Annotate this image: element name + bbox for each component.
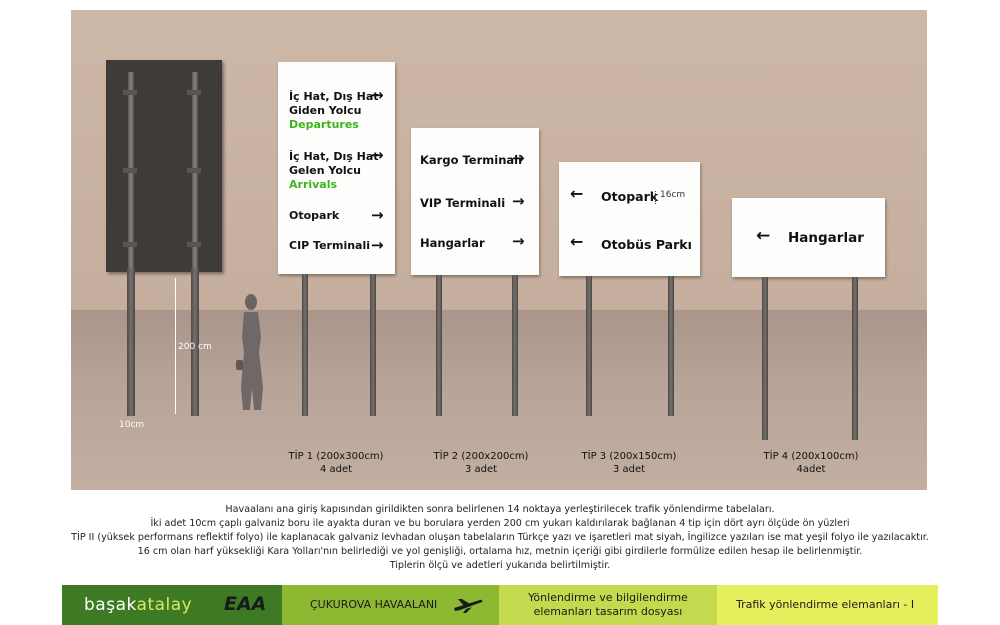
footer-section-block: Trafik yönlendirme elemanları - I (717, 585, 938, 625)
footer-brand-block: başakatalay EAA (62, 585, 282, 625)
brand-logo: başakatalay (84, 595, 192, 615)
floor (71, 310, 927, 490)
footer-airport-block: ÇUKUROVA HAVAALANI (282, 585, 499, 625)
tip1-line2-en: Arrivals (289, 178, 338, 191)
airport-name: ÇUKUROVA HAVAALANI (310, 598, 438, 611)
arrow-right-icon: → (371, 146, 384, 164)
sign-tip4: ← Hangarlar (732, 198, 885, 277)
arrow-right-icon: → (371, 206, 384, 224)
tip2-type: TİP 2 (200x200cm) (433, 451, 529, 462)
description-line: 16 cm olan harf yüksekliği Kara Yolları'… (137, 546, 863, 557)
sign-back-panel (106, 60, 222, 272)
arrow-left-icon: ← (756, 226, 771, 246)
arrow-left-icon: ← (570, 232, 584, 251)
tip2-item-2: VIP Terminali (420, 196, 506, 210)
tip1-line1-tr: İç Hat, Dış Hat (289, 90, 379, 103)
pole (191, 268, 199, 416)
pole (302, 274, 308, 416)
pole (668, 276, 674, 416)
clamp (187, 90, 201, 95)
tip3-item-2: Otobüs Parkı (601, 237, 692, 252)
clamp (123, 242, 137, 247)
description: Havaalanı ana giriş kapısından girildikt… (60, 503, 940, 573)
clamp (187, 168, 201, 173)
tip2-item-1: Kargo Terminali (420, 153, 523, 167)
tip1-qty: 4 adet (319, 464, 353, 475)
airplane-icon (454, 599, 483, 613)
sign-tip3: ← Otopark 16cm ← Otobüs Parkı (559, 162, 700, 276)
tip1-caption: TİP 1 (200x300cm) 4 adet (276, 450, 396, 476)
person-silhouette (236, 294, 263, 410)
tip2-item-3: Hangarlar (420, 236, 485, 250)
sign-tip1: İç Hat, Dış Hat Giden Yolcu Departures →… (278, 62, 395, 274)
tip1-type: TİP 1 (200x300cm) (288, 451, 384, 462)
tip2-qty: 3 adet (464, 464, 498, 475)
arrow-right-icon: → (512, 149, 525, 167)
description-line: İki adet 10cm çaplı galvaniz boru ile ay… (150, 518, 850, 529)
description-line: TİP II (yüksek performans reflektif foly… (71, 532, 929, 543)
tip2-caption: TİP 2 (200x200cm) 3 adet (416, 450, 546, 476)
eaa-logo: EAA (224, 593, 267, 615)
tip4-item-1: Hangarlar (788, 230, 864, 246)
tip1-otopark: Otopark (289, 209, 340, 222)
height-label: 200 cm (178, 342, 212, 352)
clamp (187, 242, 201, 247)
tip3-qty: 3 adet (612, 464, 646, 475)
pole (762, 277, 768, 440)
pole (586, 276, 592, 416)
letter-height-label: 16cm (660, 190, 686, 200)
description-line: Havaalanı ana giriş kapısından girildikt… (225, 504, 775, 515)
document-title-line2: elemanları tasarım dosyası (533, 605, 683, 618)
render-scene: 200 cm 10cm İç Hat, Dış Hat Giden Yolcu … (71, 10, 927, 490)
document-title-line1: Yönlendirme ve bilgilendirme (528, 591, 688, 604)
tip1-line1-en: Departures (289, 118, 359, 131)
brand-part1: başak (84, 595, 137, 615)
arrow-right-icon: → (371, 236, 384, 254)
brand-part2: atalay (136, 595, 193, 615)
arrow-right-icon: → (371, 86, 384, 104)
tip1-line2-tr2: Gelen Yolcu (289, 164, 362, 177)
description-line: Tiplerin ölçü ve adetleri yukarıda belir… (389, 560, 611, 571)
tip1-line1-tr2: Giden Yolcu (289, 104, 362, 117)
height-dimension-line (175, 278, 176, 414)
tip3-type: TİP 3 (200x150cm) (581, 451, 677, 462)
clamp (123, 90, 137, 95)
pole (370, 274, 376, 416)
pole (436, 275, 442, 416)
sign-tip2: Kargo Terminali → VIP Terminali → Hangar… (411, 128, 539, 275)
footer-document-block: Yönlendirme ve bilgilendirme elemanları … (499, 585, 717, 625)
arrow-right-icon: → (512, 232, 525, 250)
pipe-diameter-label: 10cm (119, 420, 145, 430)
letter-height-marker (655, 191, 657, 204)
clamp (123, 168, 137, 173)
tip4-type: TİP 4 (200x100cm) (763, 451, 859, 462)
arrow-right-icon: → (512, 192, 525, 210)
tip4-qty: 4adet (796, 464, 826, 475)
tip3-item-1: Otopark (601, 189, 659, 204)
pole (852, 277, 858, 440)
section-title: Trafik yönlendirme elemanları - I (736, 598, 915, 611)
tip1-line2-tr: İç Hat, Dış Hat (289, 150, 379, 163)
tip1-cip: CIP Terminali (289, 239, 371, 252)
tip4-caption: TİP 4 (200x100cm) 4adet (746, 450, 876, 476)
arrow-left-icon: ← (570, 184, 584, 203)
tip3-caption: TİP 3 (200x150cm) 3 adet (564, 450, 694, 476)
pole (512, 275, 518, 416)
pole (127, 268, 135, 416)
